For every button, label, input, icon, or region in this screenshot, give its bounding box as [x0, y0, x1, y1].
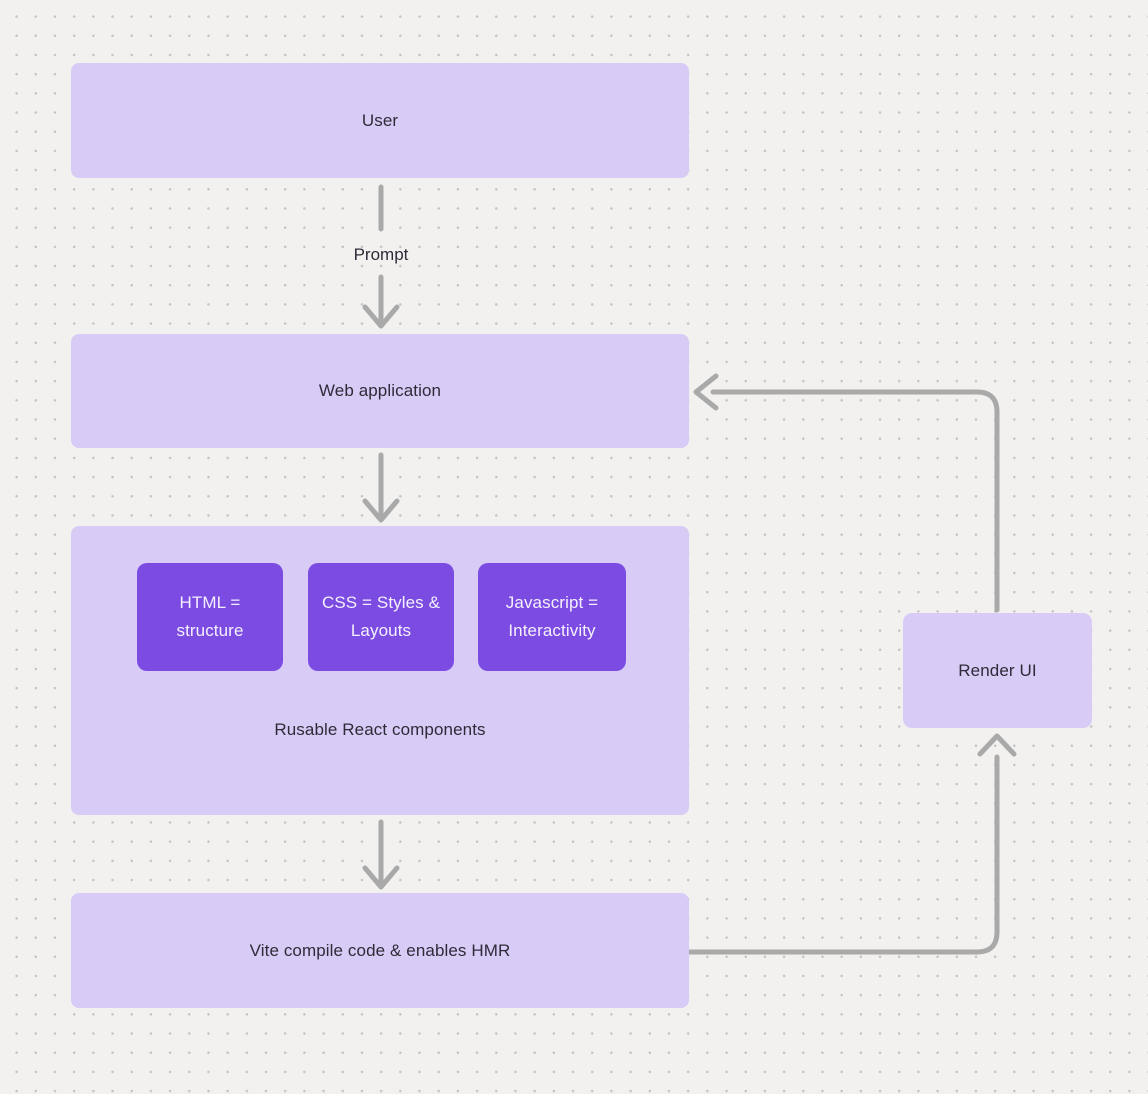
arrowhead-down-into-web-application[interactable]	[362, 304, 400, 329]
node-web-application-label: Web application	[318, 381, 442, 400]
edge-render-to-web[interactable]	[710, 389, 1000, 613]
node-render-ui[interactable]: Render UI	[903, 613, 1092, 728]
edge-vite-to-render[interactable]	[686, 754, 1000, 955]
node-vite[interactable]: Vite compile code & enables HMR	[71, 893, 689, 1008]
node-web-application[interactable]: Web application	[71, 334, 689, 448]
components-caption: Rusable React components	[274, 720, 486, 739]
arrowhead-left-into-web-application[interactable]	[693, 373, 719, 411]
node-css[interactable]: CSS = Styles & Layouts	[308, 563, 454, 671]
arrowhead-down-into-components[interactable]	[362, 498, 400, 523]
node-html[interactable]: HTML = structure	[137, 563, 283, 671]
edge-label-prompt[interactable]: Prompt	[353, 245, 409, 264]
node-render-ui-label: Render UI	[958, 660, 1037, 680]
arrowhead-up-into-render-ui[interactable]	[977, 733, 1017, 757]
node-html-label: HTML = structure	[176, 593, 244, 640]
node-user[interactable]: User	[71, 63, 689, 178]
node-javascript-label: Javascript = Interactivity	[505, 593, 599, 640]
node-components-container[interactable]: HTML = structure CSS = Styles & Layouts …	[71, 526, 689, 815]
node-css-label: CSS = Styles & Layouts	[321, 593, 441, 640]
node-user-label: User	[361, 110, 399, 130]
node-vite-label: Vite compile code & enables HMR	[249, 940, 511, 960]
arrowhead-down-into-vite[interactable]	[362, 865, 400, 890]
node-javascript[interactable]: Javascript = Interactivity	[478, 563, 626, 671]
